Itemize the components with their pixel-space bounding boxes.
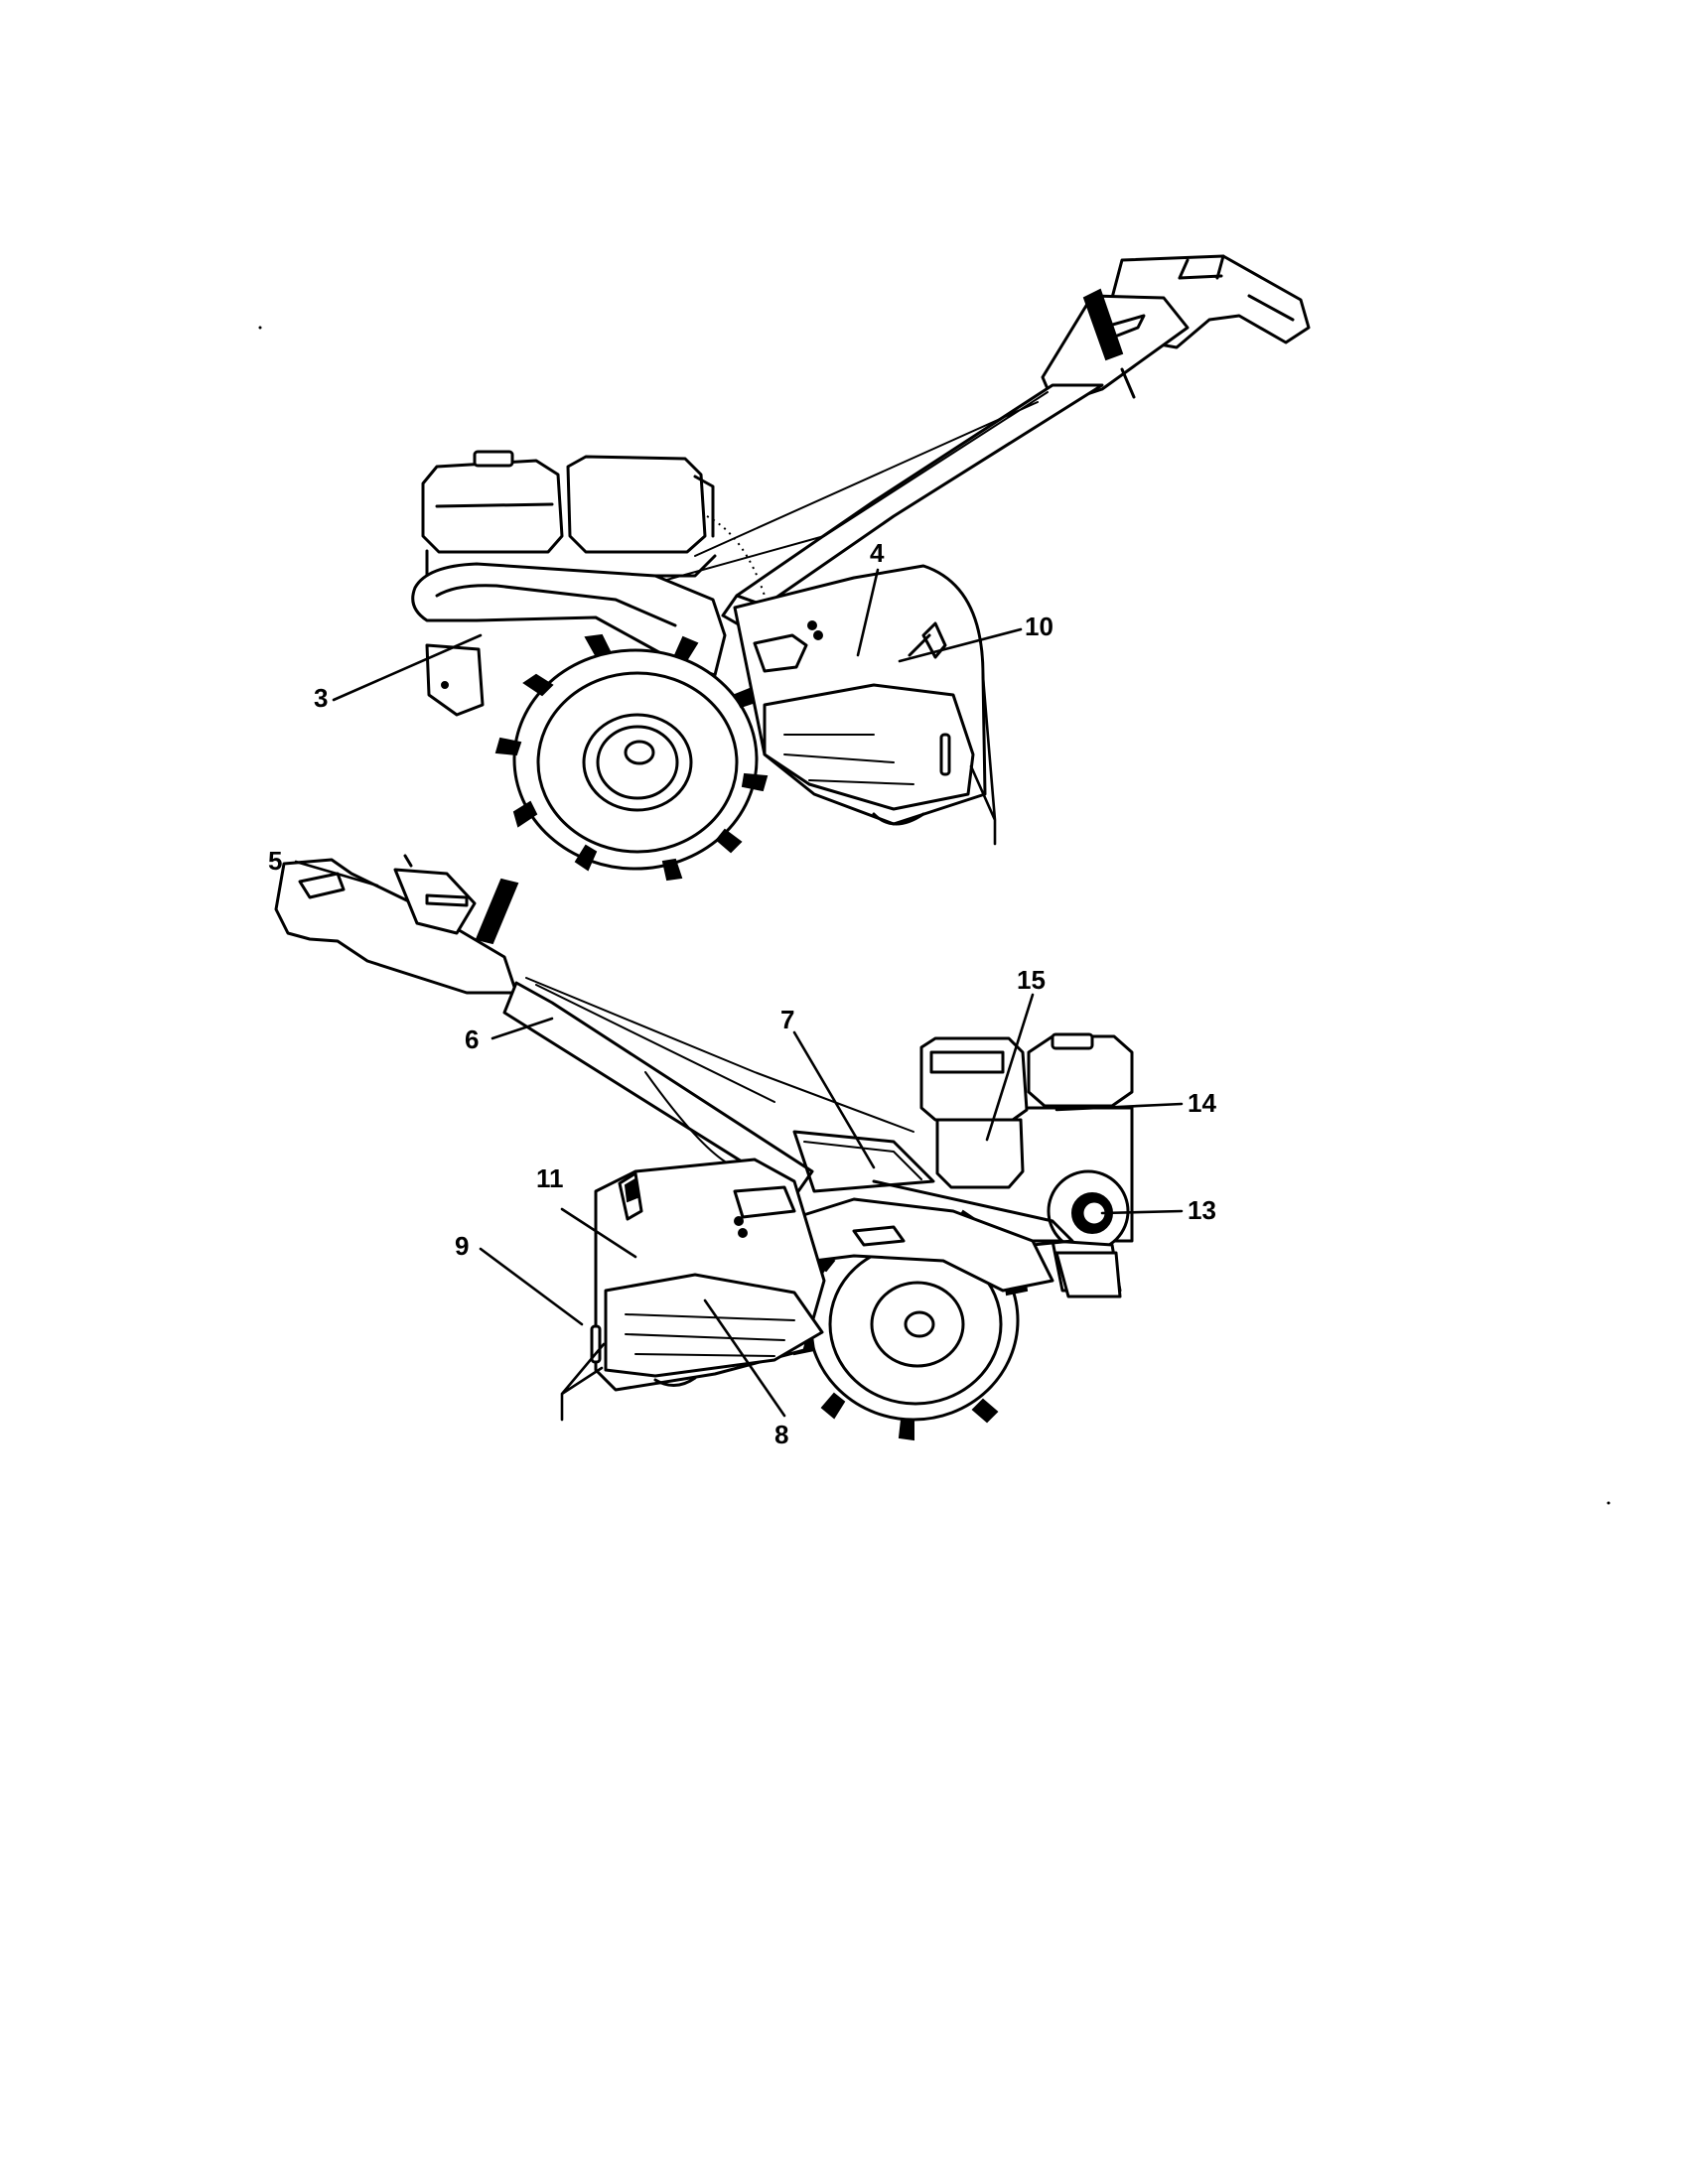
fender-top xyxy=(411,562,727,717)
handlebar-bottom xyxy=(274,854,519,995)
leaders-top xyxy=(332,568,1023,846)
tine-shield-bottom xyxy=(590,1273,824,1387)
engine-bottom xyxy=(919,1032,1134,1293)
handlebar-top xyxy=(1041,254,1311,407)
scan-speck xyxy=(258,326,262,330)
wheel-top xyxy=(494,633,769,882)
tiller-left-side-view: 3 4 10 xyxy=(314,254,1311,882)
callout-13: 13 xyxy=(1188,1195,1216,1225)
scan-speck xyxy=(1607,1501,1611,1505)
callout-4: 4 xyxy=(870,538,885,568)
callout-15: 15 xyxy=(1017,965,1046,995)
callout-10: 10 xyxy=(1025,612,1053,641)
tine-shield-top xyxy=(763,683,975,826)
callout-3: 3 xyxy=(314,683,328,713)
callout-11: 11 xyxy=(536,1163,564,1193)
callout-14: 14 xyxy=(1188,1088,1216,1118)
handle-tube-bottom xyxy=(502,977,914,1193)
engine-top xyxy=(421,450,766,597)
callout-6: 6 xyxy=(465,1024,479,1054)
callout-9: 9 xyxy=(455,1231,469,1261)
leaders-bottom xyxy=(294,860,1184,1422)
callout-5: 5 xyxy=(268,846,282,876)
callout-7: 7 xyxy=(780,1005,794,1034)
callout-8: 8 xyxy=(774,1420,788,1449)
tiller-right-side-view: 5 6 7 15 14 13 11 9 8 xyxy=(268,846,1216,1449)
fender-bottom xyxy=(782,1197,1122,1298)
